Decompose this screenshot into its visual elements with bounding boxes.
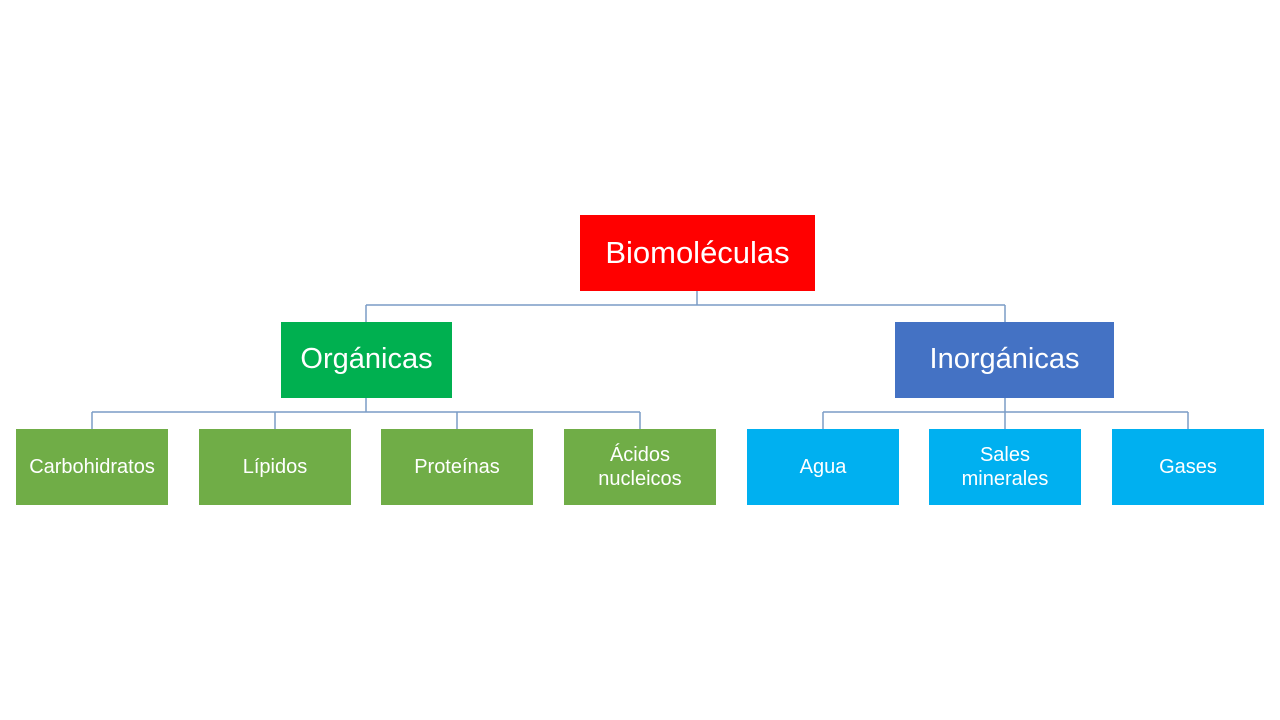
leaf-node-sales-minerales: Sales minerales <box>929 429 1081 505</box>
root-node-label: Biomoléculas <box>605 235 790 271</box>
group-node-organicas: Orgánicas <box>281 322 452 398</box>
leaf-node-label: Ácidos nucleicos <box>598 443 682 490</box>
leaf-node-proteinas: Proteínas <box>381 429 533 505</box>
leaf-node-label: Carbohidratos <box>29 455 155 478</box>
root-node-biomoleculas: Biomoléculas <box>580 215 815 291</box>
leaf-node-agua: Agua <box>747 429 899 505</box>
leaf-node-label: Agua <box>799 455 847 478</box>
leaf-node-label: Lípidos <box>242 455 308 478</box>
group-node-label: Inorgánicas <box>929 343 1080 376</box>
group-node-label: Orgánicas <box>300 343 433 376</box>
leaf-node-label: Gases <box>1159 455 1217 478</box>
leaf-node-lipidos: Lípidos <box>199 429 351 505</box>
leaf-node-label: Proteínas <box>414 455 500 478</box>
leaf-node-acidos-nucleicos: Ácidos nucleicos <box>564 429 716 505</box>
leaf-node-label: Sales minerales <box>961 443 1049 490</box>
group-node-inorganicas: Inorgánicas <box>895 322 1114 398</box>
leaf-node-gases: Gases <box>1112 429 1264 505</box>
leaf-node-carbohidratos: Carbohidratos <box>16 429 168 505</box>
